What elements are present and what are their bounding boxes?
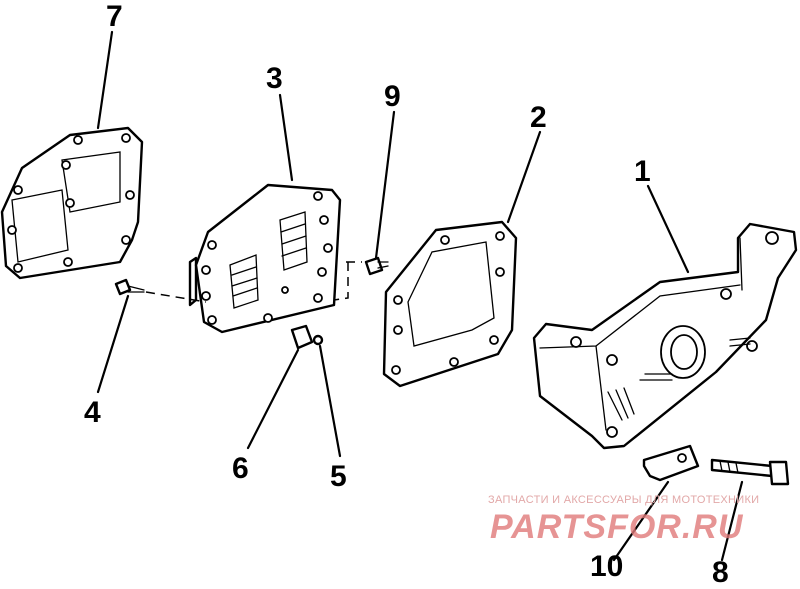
- leader-3: [278, 93, 294, 182]
- callout-7: 7: [106, 0, 123, 33]
- leader-6: [246, 348, 300, 450]
- assembly-lines: [145, 261, 362, 303]
- partsfor-logo-watermark: PARTSFOR.RU: [490, 508, 744, 546]
- part-3-reed-plate: [188, 183, 342, 334]
- callout-8: 8: [712, 556, 729, 589]
- leader-4: [96, 294, 130, 394]
- leader-1: [646, 184, 690, 274]
- callout-6: 6: [232, 452, 249, 485]
- leader-8: [720, 480, 744, 562]
- part-4-screw: [114, 278, 145, 296]
- watermark-tagline: ЗАПЧАСТИ И АКСЕССУАРЫ ДЛЯ МОТОТЕХНИКИ: [488, 494, 760, 506]
- svg-text:PARTSFOR.RU: PARTSFOR.RU: [490, 508, 744, 546]
- leader-2: [506, 130, 542, 224]
- callout-1: 1: [634, 155, 651, 188]
- part-9-screw: [364, 256, 389, 276]
- part-10-clamp: [642, 444, 700, 482]
- callout-5: 5: [330, 460, 347, 493]
- leader-9: [374, 110, 396, 260]
- leader-10: [612, 480, 670, 562]
- callout-3: 3: [266, 62, 283, 95]
- part-1-housing: [532, 222, 798, 450]
- leader-7: [96, 30, 114, 130]
- callout-2: 2: [530, 101, 547, 134]
- leader-5: [318, 344, 342, 458]
- part-7-gasket: [0, 126, 144, 280]
- part-8-bolt: [710, 458, 790, 486]
- callout-4: 4: [84, 396, 101, 429]
- leader-lines: [96, 30, 744, 562]
- part-5-ring: [312, 334, 324, 346]
- callout-10: 10: [590, 550, 624, 583]
- part-6-pin: [290, 324, 314, 350]
- part-2-gasket: [382, 220, 518, 388]
- callout-9: 9: [384, 80, 401, 113]
